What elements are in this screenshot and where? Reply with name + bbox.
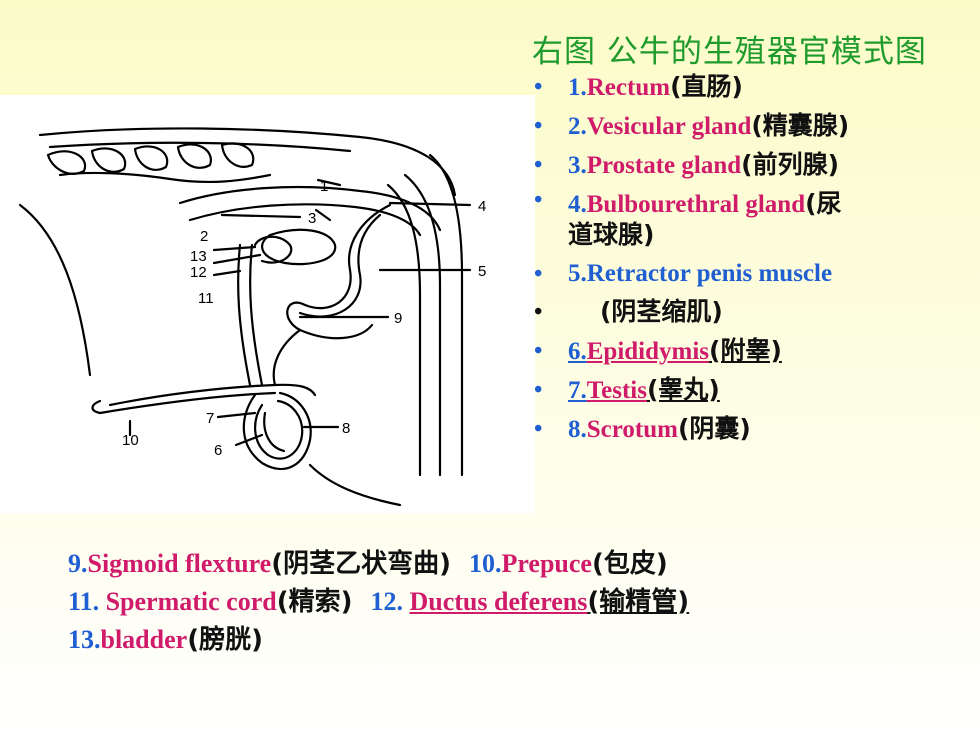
- diagram-label-10: 10: [122, 432, 139, 449]
- item-number: 3.: [568, 152, 587, 179]
- diagram-label-6: 6: [214, 442, 222, 459]
- anatomy-diagram: 1 2 3 4 5 6 7 8 9 10 11 12 13: [0, 95, 535, 513]
- diagram-label-5: 5: [478, 263, 486, 280]
- item-chinese: (输精管): [587, 587, 690, 617]
- diagram-label-7: 7: [206, 410, 214, 427]
- item-chinese: (附睾): [709, 336, 782, 365]
- item-chinese: (包皮): [591, 549, 668, 579]
- bottom-legend: 9.Sigmoid flexture(阴茎乙状弯曲) 10.Prepuce(包皮)…: [68, 545, 689, 659]
- item-chinese: (精索): [276, 587, 353, 617]
- item-chinese: (阴茎缩肌): [600, 297, 723, 326]
- item-chinese: (睾丸): [646, 375, 720, 404]
- list-item-scrotum: • 8.Scrotum(阴囊): [528, 410, 968, 449]
- list-item-bulbourethral-gland: • 4.Bulbourethral gland(尿 道球腺): [528, 185, 968, 255]
- item-chinese: (阴囊): [677, 414, 751, 443]
- item-number: 13.: [68, 625, 101, 654]
- legend-row-1: 9.Sigmoid flexture(阴茎乙状弯曲) 10.Prepuce(包皮): [68, 545, 689, 583]
- item-english: Epididymis: [586, 338, 710, 365]
- item-chinese-cont: 道球腺): [568, 220, 655, 249]
- item-number: 7.: [568, 377, 587, 404]
- item-number: 1.: [568, 74, 587, 101]
- bullet-icon: •: [534, 152, 543, 178]
- list-item-epididymis: • 6.Epididymis(附睾): [528, 332, 968, 371]
- item-english: Spermatic cord: [105, 587, 277, 616]
- list-item-testis: • 7.Testis(睾丸): [528, 371, 968, 410]
- bullet-icon: •: [534, 113, 543, 139]
- item-number: 11.: [68, 587, 106, 616]
- organ-list: • 1.Rectum(直肠) • 2.Vesicular gland(精囊腺) …: [528, 68, 968, 449]
- slide-title: 右图 公牛的生殖器官模式图: [532, 34, 927, 70]
- item-number: 9.: [68, 549, 88, 578]
- bull-reproductive-diagram: 1 2 3 4 5 6 7 8 9 10 11 12 13: [18, 127, 486, 507]
- item-english: Vesicular gland: [586, 113, 752, 140]
- item-chinese: (尿: [805, 189, 842, 218]
- item-english: bladder: [100, 625, 188, 654]
- diagram-label-1: 1: [320, 178, 328, 195]
- item-english: Ductus deferens: [409, 587, 588, 616]
- list-item-rectum: • 1.Rectum(直肠): [528, 68, 968, 107]
- diagram-label-9: 9: [394, 310, 402, 327]
- diagram-label-8: 8: [342, 420, 350, 437]
- list-item-vesicular-gland: • 2.Vesicular gland(精囊腺): [528, 107, 968, 146]
- diagram-label-12: 12: [190, 264, 207, 281]
- item-chinese: (膀胱): [187, 625, 263, 655]
- bullet-icon: •: [534, 74, 543, 100]
- item-chinese: (前列腺): [741, 150, 840, 179]
- item-english: Prepuce: [501, 549, 592, 578]
- item-english: Prostate gland: [586, 152, 742, 179]
- item-number: 5.: [568, 260, 587, 287]
- item-english: Bulbourethral gland: [586, 191, 806, 218]
- item-chinese: (精囊腺): [751, 111, 850, 140]
- item-english: Retractor penis muscle: [586, 260, 833, 287]
- bullet-icon: •: [534, 377, 543, 403]
- item-number: 2.: [568, 113, 587, 140]
- item-number: 10.: [468, 549, 502, 578]
- item-number: 8.: [568, 416, 587, 443]
- diagram-label-3: 3: [308, 210, 316, 227]
- item-english: Scrotum: [586, 416, 678, 443]
- item-number: 6.: [568, 338, 587, 365]
- bullet-icon: •: [534, 261, 543, 287]
- bullet-icon: •: [534, 338, 543, 364]
- item-number: 12.: [370, 587, 410, 616]
- item-english: Testis: [586, 377, 647, 404]
- item-english: Sigmoid flexture: [87, 549, 272, 578]
- diagram-label-2: 2: [200, 228, 208, 245]
- bullet-icon: •: [534, 416, 543, 442]
- legend-row-3: 13.bladder(膀胱): [68, 621, 689, 659]
- item-chinese: (直肠): [670, 72, 743, 101]
- diagram-label-11: 11: [198, 290, 214, 307]
- item-number: 4.: [568, 191, 587, 218]
- list-item-prostate-gland: • 3.Prostate gland(前列腺): [528, 146, 968, 185]
- item-chinese: (阴茎乙状弯曲): [271, 549, 451, 579]
- legend-row-2: 11. Spermatic cord(精索) 12. Ductus deferen…: [68, 583, 689, 621]
- bullet-icon: •: [534, 187, 543, 213]
- list-item-retractor-cn: • (阴茎缩肌): [528, 293, 968, 332]
- item-english: Rectum: [586, 74, 671, 101]
- list-item-retractor-penis-muscle: • 5.Retractor penis muscle: [528, 255, 968, 293]
- diagram-label-4: 4: [478, 198, 486, 215]
- bullet-icon: •: [534, 299, 543, 325]
- diagram-label-13: 13: [190, 248, 207, 265]
